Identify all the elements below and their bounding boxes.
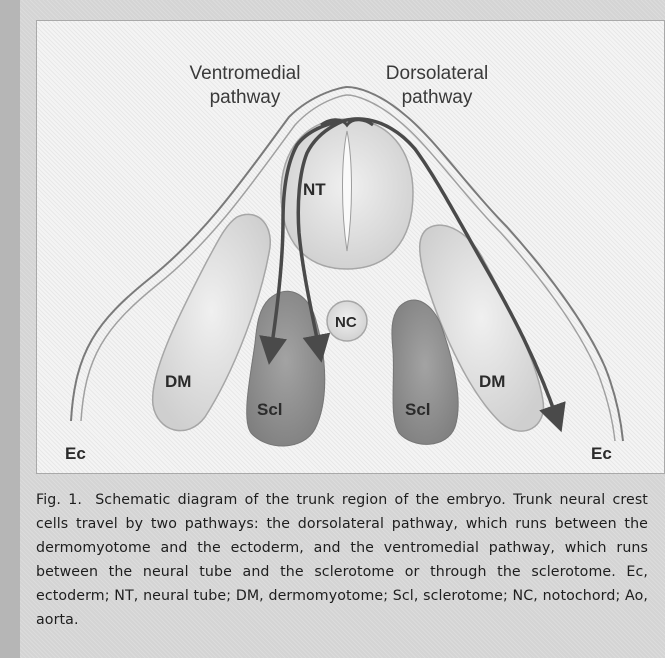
ectoderm-left-label: Ec: [65, 444, 86, 463]
dermomyotome-left-label: DM: [165, 372, 191, 391]
sclerotome-right-label: Scl: [405, 400, 431, 419]
diagram-panel: Ventromedial pathway Dorsolateral pathwa…: [36, 20, 665, 474]
ventromedial-label-line2: pathway: [210, 87, 281, 108]
caption-label: Fig. 1.: [36, 492, 82, 508]
notochord-label: NC: [335, 314, 357, 331]
ventromedial-label-line1: Ventromedial: [190, 63, 301, 84]
figure-caption: Fig. 1. Schematic diagram of the trunk r…: [36, 488, 648, 632]
neural-tube-label: NT: [303, 180, 326, 199]
trunk-diagram: Ventromedial pathway Dorsolateral pathwa…: [37, 21, 664, 473]
dorsolateral-label-line1: Dorsolateral: [386, 63, 488, 84]
caption-text: Schematic diagram of the trunk region of…: [36, 492, 648, 628]
ectoderm-right-label: Ec: [591, 444, 612, 463]
dorsolateral-label-line2: pathway: [402, 87, 473, 108]
page-edge-strip: [0, 0, 20, 658]
sclerotome-left-label: Scl: [257, 400, 283, 419]
dermomyotome-right-label: DM: [479, 372, 505, 391]
